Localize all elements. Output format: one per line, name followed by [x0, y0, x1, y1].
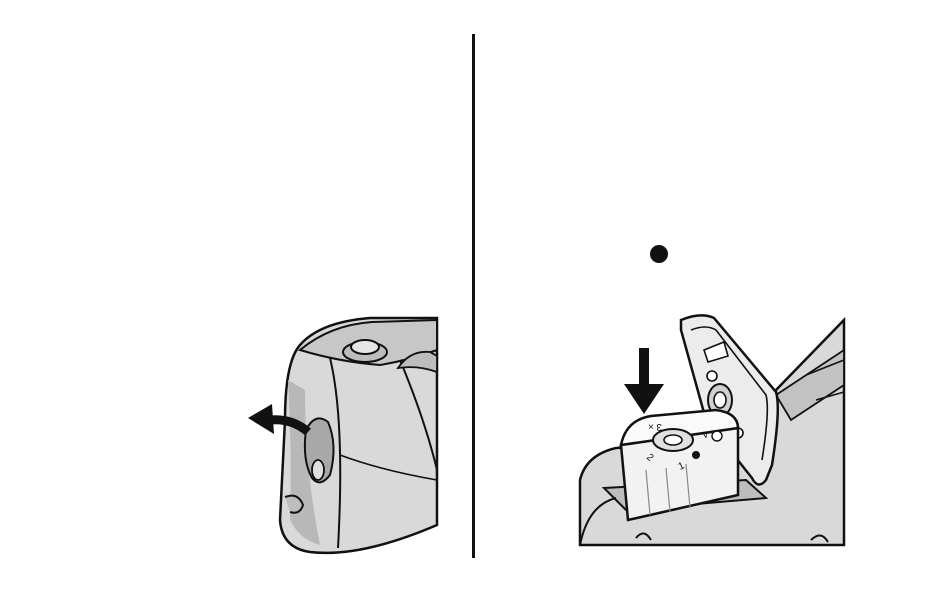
step-bullet-icon — [650, 245, 668, 263]
film-insertion-illustration: 1 2 3 4 × — [476, 0, 950, 596]
panel-insert-film: 1 2 3 4 × — [476, 0, 950, 596]
arrow-down-icon — [624, 348, 664, 414]
marking-x: × — [648, 422, 654, 433]
panel-open-cover — [0, 0, 472, 596]
marking-3: 3 — [656, 421, 662, 432]
camera-cover-illustration — [0, 0, 472, 596]
panel-divider — [472, 34, 475, 558]
